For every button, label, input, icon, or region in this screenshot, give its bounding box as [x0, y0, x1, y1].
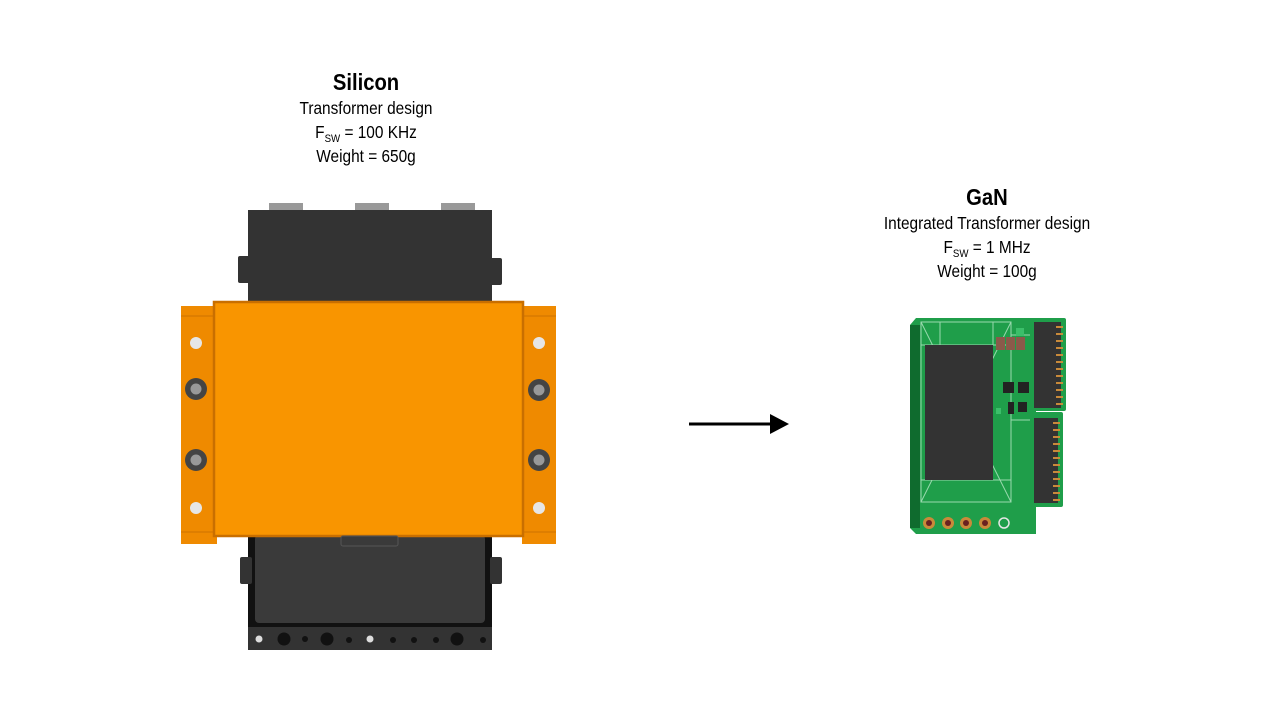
- bracket-bolts: [185, 337, 550, 514]
- gan-fsw-subscript: SW: [952, 248, 969, 260]
- pcb-connector: [1034, 418, 1058, 503]
- core-top-block: [248, 210, 492, 306]
- core-side-tab: [240, 557, 252, 584]
- core-bottom-inner: [255, 535, 485, 623]
- silicon-fsw-symbol: F: [315, 122, 325, 142]
- silicon-fsw-value: = 100 KHz: [340, 122, 417, 142]
- gan-caption: GaN Integrated Transformer design FSW = …: [855, 183, 1119, 283]
- gan-title: GaN: [966, 184, 1008, 210]
- silicon-caption: Silicon Transformer design FSW = 100 KHz…: [234, 68, 498, 168]
- core-side-tab: [490, 557, 502, 584]
- pcb-edge: [910, 325, 920, 528]
- pcb-main-chip: [925, 345, 993, 480]
- transformer-winding: [212, 300, 525, 538]
- connector-pins: [1053, 326, 1063, 501]
- gan-pcb-illustration: [910, 318, 1066, 534]
- winding-tab: [340, 535, 399, 547]
- pcb-components: [996, 328, 1029, 414]
- pcb-terminal-pads: [923, 517, 1010, 529]
- base-holes: [255, 632, 486, 646]
- top-terminal: [355, 203, 389, 211]
- top-terminal: [269, 203, 303, 211]
- core-side-tab: [490, 258, 502, 285]
- gan-weight-label: Weight = 100g: [937, 261, 1037, 281]
- silicon-transformer-illustration: [181, 203, 556, 650]
- pcb-connector: [1034, 322, 1061, 408]
- gan-fsw-symbol: F: [943, 237, 953, 257]
- silicon-fsw-label: FSW = 100 KHz: [234, 120, 498, 145]
- core-side-tab: [238, 256, 250, 283]
- gan-fsw-value: = 1 MHz: [968, 237, 1031, 257]
- gan-fsw-label: FSW = 1 MHz: [855, 235, 1119, 260]
- silicon-design-label: Transformer design: [299, 98, 433, 118]
- silicon-title: Silicon: [332, 69, 400, 95]
- silicon-fsw-subscript: SW: [324, 133, 341, 145]
- arrow-icon: [689, 414, 789, 434]
- gan-design-label: Integrated Transformer design: [883, 213, 1091, 233]
- top-terminal: [441, 203, 475, 211]
- silicon-weight-label: Weight = 650g: [316, 146, 416, 166]
